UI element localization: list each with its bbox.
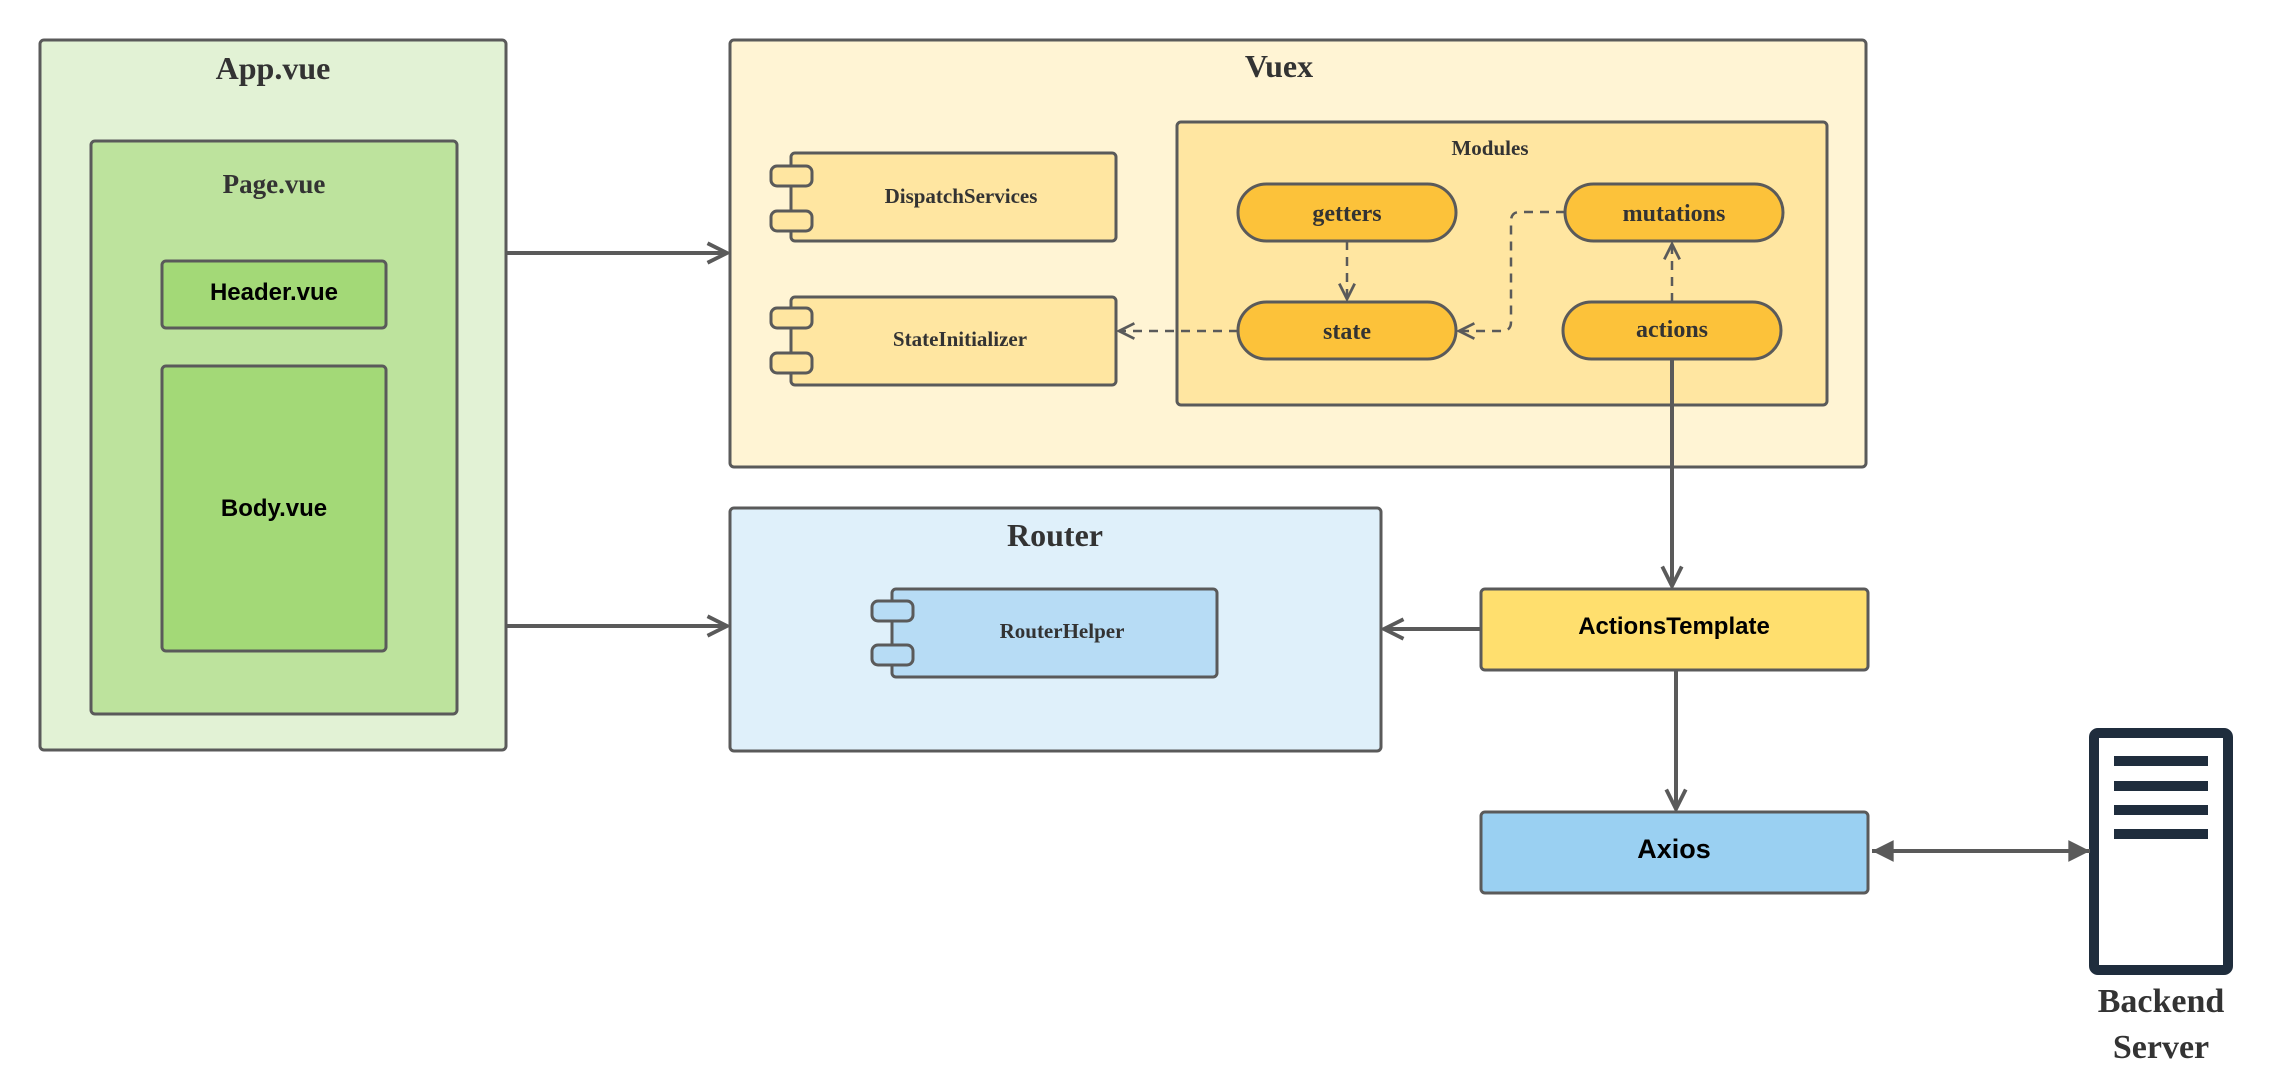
app-vue-title: App.vue	[216, 50, 331, 86]
page-vue-title: Page.vue	[223, 169, 326, 199]
header-vue-label: Header.vue	[210, 279, 338, 306]
backend-server-node: Backend Server	[2089, 728, 2233, 1066]
getters-label: getters	[1312, 201, 1381, 227]
server-icon	[2089, 728, 2233, 975]
actions-template-label: ActionsTemplate	[1578, 613, 1770, 640]
router-title: Router	[1007, 517, 1103, 553]
dispatch-services-label: DispatchServices	[885, 184, 1038, 208]
router-container: Router RouterHelper	[728, 506, 1383, 753]
modules-container: Modules getters mutations state actions	[1175, 120, 1829, 407]
body-vue-box	[160, 364, 388, 653]
router-helper-component: RouterHelper	[870, 587, 1219, 679]
backend-label-line2: Server	[2113, 1029, 2209, 1066]
axios-node: Axios	[1479, 810, 1870, 895]
axios-label: Axios	[1637, 834, 1711, 864]
component-port-icon	[870, 599, 915, 623]
modules-box	[1175, 120, 1829, 407]
component-port-icon	[769, 306, 814, 330]
modules-title: Modules	[1451, 136, 1528, 160]
header-vue-box	[160, 259, 388, 330]
dispatch-services-component: DispatchServices	[769, 151, 1118, 243]
router-helper-label: RouterHelper	[1000, 619, 1125, 643]
state-initializer-component: StateInitializer	[769, 295, 1118, 387]
actions-label: actions	[1636, 317, 1708, 343]
state-initializer-label: StateInitializer	[893, 327, 1027, 351]
app-vue-container: App.vue Page.vue Header.vue Body.vue	[38, 38, 508, 752]
state-label: state	[1323, 319, 1371, 345]
component-port-icon	[769, 351, 814, 375]
backend-label-line1: Backend	[2098, 983, 2225, 1020]
actions-template-node: ActionsTemplate	[1479, 587, 1870, 672]
component-port-icon	[769, 209, 814, 233]
body-vue-label: Body.vue	[221, 495, 327, 522]
mutations-label: mutations	[1623, 201, 1726, 227]
component-port-icon	[769, 164, 814, 188]
edge-mutations-to-state	[1455, 210, 1565, 340]
component-port-icon	[870, 643, 915, 667]
vuex-container: Vuex DispatchServices StateInitializer M…	[728, 38, 1868, 469]
vuex-title: Vuex	[1245, 48, 1313, 84]
